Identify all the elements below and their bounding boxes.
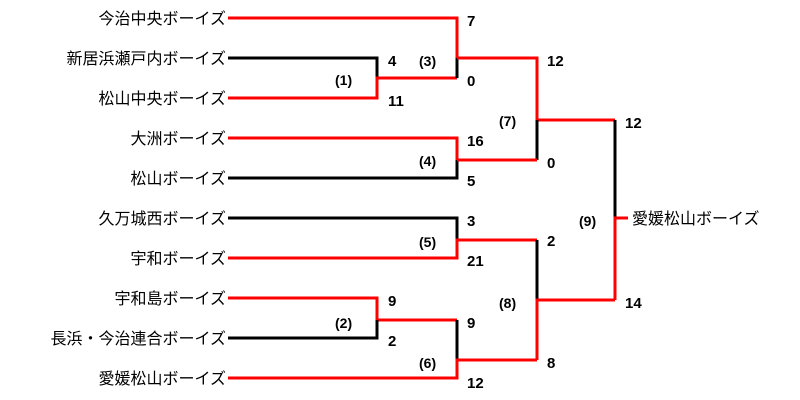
score: 8 — [547, 355, 555, 372]
score: 14 — [625, 295, 642, 312]
score: 5 — [467, 173, 475, 190]
score: 12 — [467, 375, 484, 392]
team-name: 久万城西ボーイズ — [98, 209, 226, 228]
team-name: 松山ボーイズ — [130, 169, 226, 188]
match-label: (2) — [335, 315, 352, 331]
bracket-lines — [228, 16, 628, 380]
score: 2 — [388, 333, 396, 350]
champion-name: 愛媛松山ボーイズ — [632, 209, 760, 228]
team-name: 松山中央ボーイズ — [98, 89, 226, 108]
score: 2 — [547, 233, 555, 250]
score: 3 — [467, 213, 475, 230]
team-name: 愛媛松山ボーイズ — [98, 369, 226, 388]
score: 9 — [467, 315, 475, 332]
score: 16 — [467, 133, 484, 150]
team-name: 大洲ボーイズ — [130, 129, 226, 148]
score: 9 — [388, 293, 396, 310]
score: 11 — [388, 93, 404, 110]
match-label: (9) — [579, 213, 596, 229]
match-label: (4) — [419, 153, 436, 169]
score: 7 — [467, 13, 475, 30]
score: 12 — [625, 115, 642, 132]
score: 0 — [467, 73, 475, 90]
team-name: 今治中央ボーイズ — [98, 9, 226, 28]
team-name: 新居浜瀬戸内ボーイズ — [66, 49, 226, 68]
match-label: (1) — [335, 72, 352, 88]
match-label: (8) — [499, 295, 516, 311]
score: 4 — [388, 53, 397, 70]
team-name: 宇和ボーイズ — [130, 249, 226, 268]
match-label: (7) — [499, 113, 516, 129]
match-label: (6) — [419, 355, 436, 371]
team-name: 長浜・今治連合ボーイズ — [50, 329, 226, 348]
match-label: (3) — [419, 53, 436, 69]
score: 21 — [467, 253, 484, 270]
team-name: 宇和島ボーイズ — [114, 289, 226, 308]
match-label: (5) — [419, 234, 436, 250]
score: 12 — [547, 53, 564, 70]
score: 0 — [547, 155, 555, 172]
